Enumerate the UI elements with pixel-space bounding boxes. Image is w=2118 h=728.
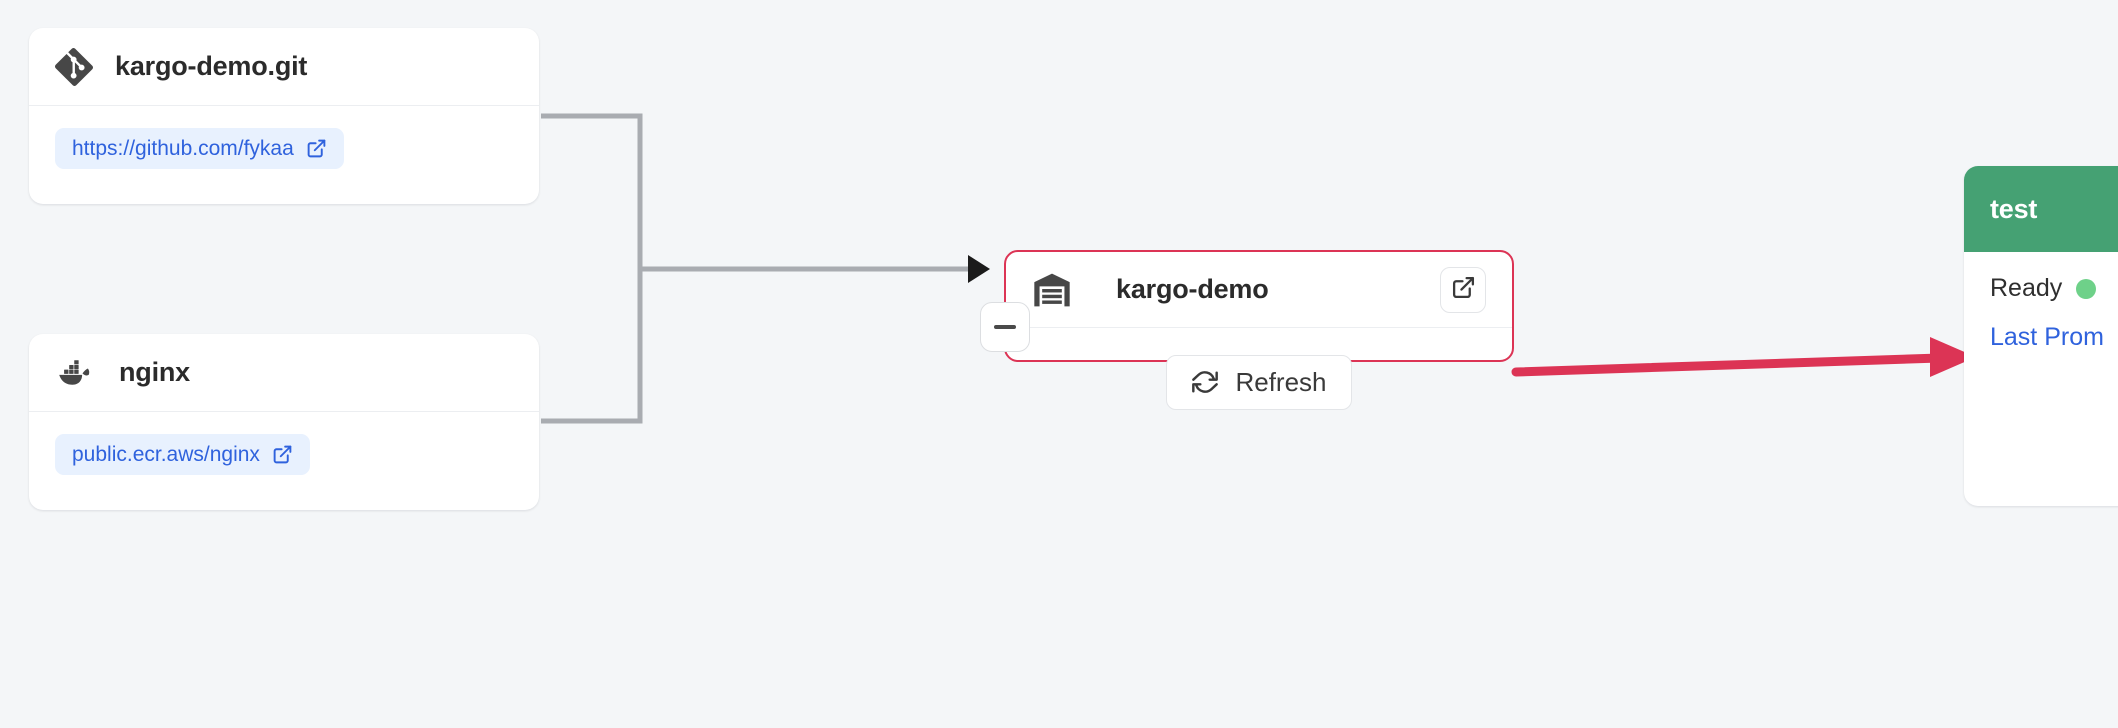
refresh-icon: [1191, 368, 1219, 396]
edge-arrowhead-warehouse: [968, 255, 990, 283]
node-git-repo-header: kargo-demo.git: [29, 28, 539, 106]
refresh-button-label: Refresh: [1235, 366, 1327, 397]
stage-health-row: Ready: [1990, 274, 2118, 303]
node-git-repo-body: https://github.com/fykaa: [29, 106, 539, 191]
image-repo-url-text: public.ecr.aws/nginx: [72, 443, 260, 466]
stage-last-promotion-link[interactable]: Last Prom: [1990, 323, 2104, 351]
node-image-repo-header: nginx: [29, 334, 539, 412]
node-warehouse-title: kargo-demo: [1116, 274, 1269, 304]
warehouse-collapse-button[interactable]: [980, 302, 1030, 352]
warehouse-open-button[interactable]: [1440, 266, 1486, 313]
stage-body: Ready Last Prom: [1964, 252, 2118, 374]
git-repo-url-text: https://github.com/fykaa: [72, 137, 294, 160]
git-icon: [54, 47, 94, 86]
node-git-repo-title: kargo-demo.git: [115, 51, 308, 81]
external-link-icon: [1451, 275, 1476, 305]
docker-icon: [55, 352, 97, 394]
node-image-repo-title: nginx: [119, 357, 190, 387]
edge-subscriptions-bracket: [541, 113, 643, 424]
minus-icon: [994, 325, 1016, 329]
node-git-repo[interactable]: kargo-demo.git https://github.com/fykaa: [29, 28, 539, 204]
external-link-icon: [272, 444, 293, 465]
stage-name: test: [1990, 193, 2038, 224]
status-indicator-dot: [2076, 278, 2097, 299]
refresh-button[interactable]: Refresh: [1166, 354, 1352, 410]
stage-header: test: [1964, 166, 2118, 252]
stage-health-label: Ready: [1990, 274, 2063, 302]
node-image-repo[interactable]: nginx public.ecr.aws/nginx: [29, 334, 539, 510]
node-image-repo-body: public.ecr.aws/nginx: [29, 412, 539, 497]
node-warehouse-header: kargo-demo: [1006, 252, 1512, 328]
node-warehouse[interactable]: kargo-demo: [980, 250, 1514, 410]
warehouse-icon: [1032, 272, 1072, 308]
git-repo-url-link[interactable]: https://github.com/fykaa: [55, 128, 344, 169]
edge-warehouse-to-stage: [1511, 353, 1945, 377]
external-link-icon: [306, 138, 327, 159]
image-repo-url-link[interactable]: public.ecr.aws/nginx: [55, 434, 310, 475]
node-stage-test[interactable]: test Ready Last Prom: [1964, 166, 2118, 506]
node-warehouse-body: Refresh: [1006, 328, 1512, 436]
